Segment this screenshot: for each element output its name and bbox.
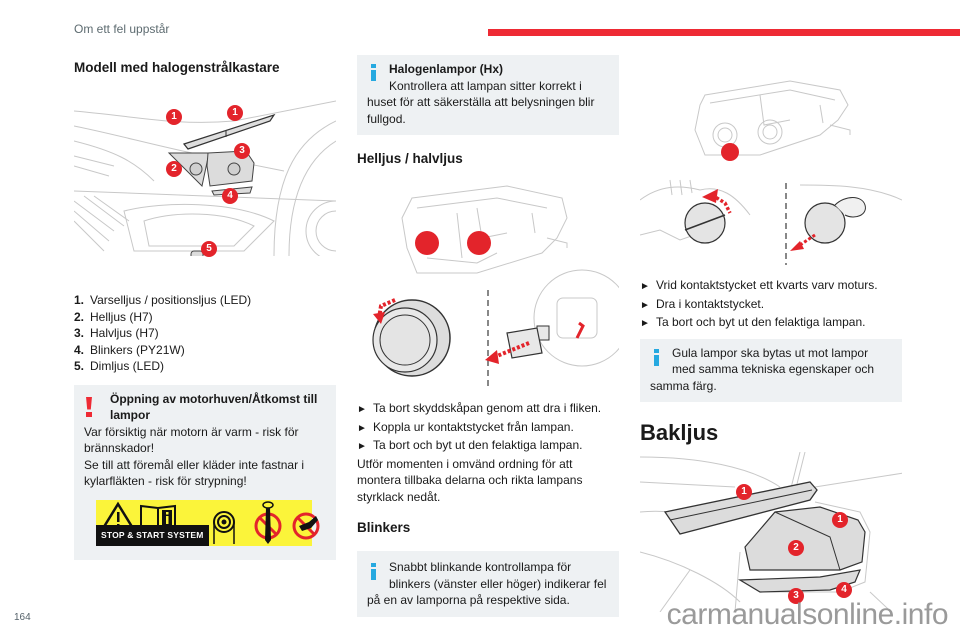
step-text: Koppla ur kontaktstycket från lampan. (373, 419, 574, 434)
bulb-location-marker (415, 231, 439, 255)
info-text: huset för att säkerställa att belysninge… (367, 95, 595, 126)
bullet-arrow-icon: ► (640, 281, 650, 292)
step-item: ► Vrid kontaktstycket ett kvarts varv mot… (640, 277, 902, 296)
legend-item: 2. Helljus (H7) (74, 309, 336, 326)
callout-badge-2: 2 (166, 161, 182, 177)
car-front-drawing (73, 100, 367, 264)
info-text: på en av lamporna på respektive sida. (367, 593, 570, 607)
callout-badge-1: 1 (166, 109, 182, 125)
step-item: ► Ta bort skyddskåpan genom att dra i fli… (357, 400, 619, 419)
info-text: blinkers (vänster eller höger) indikerar… (389, 576, 607, 591)
blinker-bulb-illustration (639, 55, 903, 265)
headlight-unit-drawing (372, 185, 631, 390)
info-text: Gula lampor ska bytas ut mot lampor (672, 345, 869, 360)
legend-number: 4. (74, 342, 85, 357)
heading-high-low-beam: Helljus / halvljus (357, 151, 463, 166)
info-box-blinkers: Snabbt blinkande kontrollampa för blinke… (357, 551, 619, 617)
page-number: 164 (14, 612, 31, 623)
tail-light-illustration: 1 1 2 3 4 (639, 451, 911, 623)
bullet-arrow-icon: ► (640, 299, 650, 311)
info-text: samma färg. (650, 378, 717, 393)
callout-badge-4: 4 (222, 188, 238, 204)
stop-start-warning-sticker: STOP & START SYSTEM (96, 499, 320, 546)
bullet-arrow-icon: ► (357, 422, 367, 434)
step-text: Ta bort och byt ut den felaktiga lampan. (656, 315, 866, 329)
legend-item: 4. Blinkers (PY21W) (74, 342, 336, 359)
info-icon (371, 64, 376, 81)
heading-tail-lights: Bakljus (640, 420, 719, 445)
watermark-link[interactable]: carmanualsonline.info (666, 598, 949, 631)
info-text: Kontrollera att lampan sitter korrekt i (389, 78, 582, 93)
step-item: ► Ta bort och byt ut den felaktiga lampan… (640, 314, 902, 333)
legend-item: 5. Dimljus (LED) (74, 358, 336, 375)
info-icon (371, 563, 376, 580)
legend-number: 3. (74, 326, 85, 340)
info-title: Halogenlampor (Hx) (389, 62, 504, 76)
bulb-location-marker (721, 143, 739, 161)
info-box-yellow-bulbs: Gula lampor ska bytas ut mot lampor med … (640, 338, 902, 402)
step-item: ► Ta bort och byt ut den felaktiga lampan… (357, 437, 619, 456)
callout-badge-3: 3 (788, 588, 804, 604)
bullet-arrow-icon: ► (357, 441, 367, 452)
stop-start-label: STOP & START SYSTEM (96, 525, 209, 546)
heading-halogen-model: Modell med halogenstrålkastare (74, 60, 280, 75)
callout-badge-4: 4 (836, 582, 852, 598)
bulb-connector (506, 327, 543, 359)
warning-title: Öppning av motorhuven/Åtkomst till lampo… (110, 391, 318, 423)
bullet-arrow-icon: ► (357, 404, 367, 415)
column-1: Modell med halogenstrålkastare (73, 55, 367, 560)
warning-line: Var försiktig när motorn är varm - risk … (84, 424, 299, 456)
step-text: Ta bort skyddskåpan genom att dra i flik… (373, 401, 602, 415)
high-low-beam-steps: ► Ta bort skyddskåpan genom att dra i fli… (357, 400, 619, 456)
step-item: ► Koppla ur kontaktstycket från lampan. (357, 419, 619, 438)
tail-light-drawing (639, 451, 911, 623)
blinker-steps: ► Vrid kontaktstycket ett kvarts varv mot… (640, 277, 902, 333)
callout-badge-1: 1 (832, 512, 848, 528)
callout-badge-1: 1 (736, 484, 752, 500)
warning-box: Öppning av motorhuven/Åtkomst till lampo… (74, 384, 336, 560)
warning-line: Se till att föremål eller kläder inte fa… (84, 457, 305, 489)
step-text: Dra i kontaktstycket. (656, 296, 765, 311)
bulb-location-marker (467, 231, 491, 255)
column-2: Halogenlampor (Hx) Kontrollera att lampa… (357, 55, 631, 617)
legend-text: Varselljus / positionsljus (LED) (90, 293, 252, 307)
bullet-arrow-icon: ► (640, 318, 650, 329)
legend-number: 1. (74, 293, 85, 307)
exclamation-icon (86, 396, 92, 417)
front-headlight-illustration: 1 1 2 3 4 5 (73, 81, 367, 264)
section-title: Om ett fel uppstår (74, 22, 170, 36)
legend-text: Dimljus (LED) (90, 359, 165, 373)
step-text: Vrid kontaktstycket ett kvarts varv motu… (656, 278, 878, 292)
info-text: med samma tekniska egenskaper och (672, 362, 875, 376)
legend-text: Helljus (H7) (90, 309, 153, 324)
reassembly-paragraph: Utför momenten i omvänd ordning för att … (357, 456, 583, 504)
callout-badge-5: 5 (201, 241, 217, 257)
headlight-legend: 1. Varselljus / positionsljus (LED) 2. Hel… (74, 292, 336, 375)
headlight-bulb-illustration (357, 178, 631, 390)
info-box-halogen: Halogenlampor (Hx) Kontrollera att lampa… (357, 55, 619, 135)
legend-number: 2. (74, 309, 85, 324)
legend-item: 1. Varselljus / positionsljus (LED) (74, 292, 336, 309)
callout-badge-1: 1 (227, 105, 243, 121)
step-item: ► Dra i kontaktstycket. (640, 296, 902, 315)
info-icon (654, 348, 659, 366)
blinker-drawing (639, 80, 903, 265)
header-accent-bar (488, 29, 960, 36)
legend-text: Halvljus (H7) (90, 326, 159, 340)
legend-number: 5. (74, 359, 85, 373)
no-hand-icon (292, 512, 320, 539)
step-text: Ta bort och byt ut den felaktiga lampan. (373, 438, 583, 452)
legend-item: 3. Halvljus (H7) (74, 325, 336, 342)
legend-text: Blinkers (PY21W) (90, 342, 185, 357)
bulb-holder (804, 202, 846, 244)
heading-blinkers: Blinkers (357, 520, 411, 535)
callout-badge-2: 2 (788, 540, 804, 556)
callout-badge-3: 3 (234, 143, 250, 159)
column-3: ► Vrid kontaktstycket ett kvarts varv mot… (639, 55, 911, 623)
info-text: Snabbt blinkande kontrollampa för (389, 560, 572, 574)
